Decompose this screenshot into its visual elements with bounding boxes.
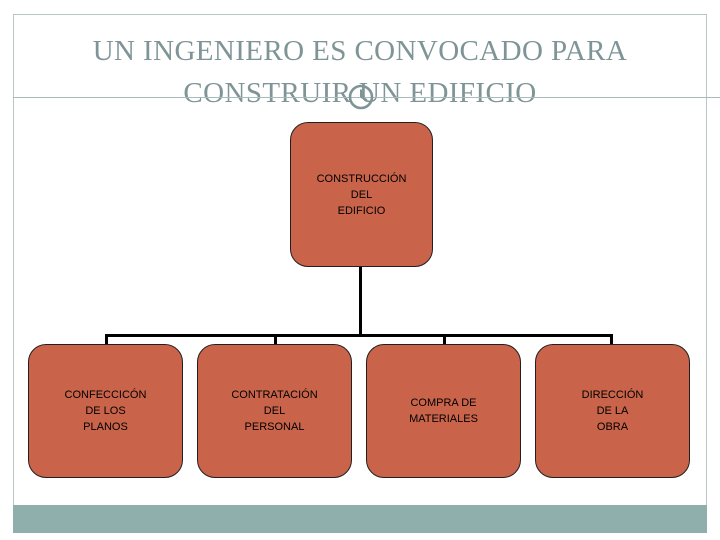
connector-root-stem xyxy=(359,266,362,337)
connector-drop-4 xyxy=(610,334,613,346)
page-title: UN INGENIERO ES CONVOCADO PARA CONSTRUIR… xyxy=(92,35,628,109)
title-divider-rule xyxy=(13,97,720,98)
connector-drop-3 xyxy=(443,334,446,346)
clock-icon xyxy=(348,84,374,110)
node-construccion-del-edificio[interactable]: CONSTRUCCIÓN DEL EDIFICIO xyxy=(290,122,433,267)
node-direccion-de-la-obra[interactable]: DIRECCIÓN DE LA OBRA xyxy=(535,344,690,478)
node-confeccion-de-los-planos[interactable]: CONFECCICÓN DE LOS PLANOS xyxy=(28,344,183,478)
connector-drop-1 xyxy=(105,334,108,346)
node-compra-de-materiales[interactable]: COMPRA DE MATERIALES xyxy=(366,344,521,478)
node-contratacion-del-personal[interactable]: CONTRATACIÓN DEL PERSONAL xyxy=(197,344,352,478)
connector-drop-2 xyxy=(274,334,277,346)
bottom-accent-bar xyxy=(13,505,707,533)
connector-horizontal-bus xyxy=(105,334,613,337)
